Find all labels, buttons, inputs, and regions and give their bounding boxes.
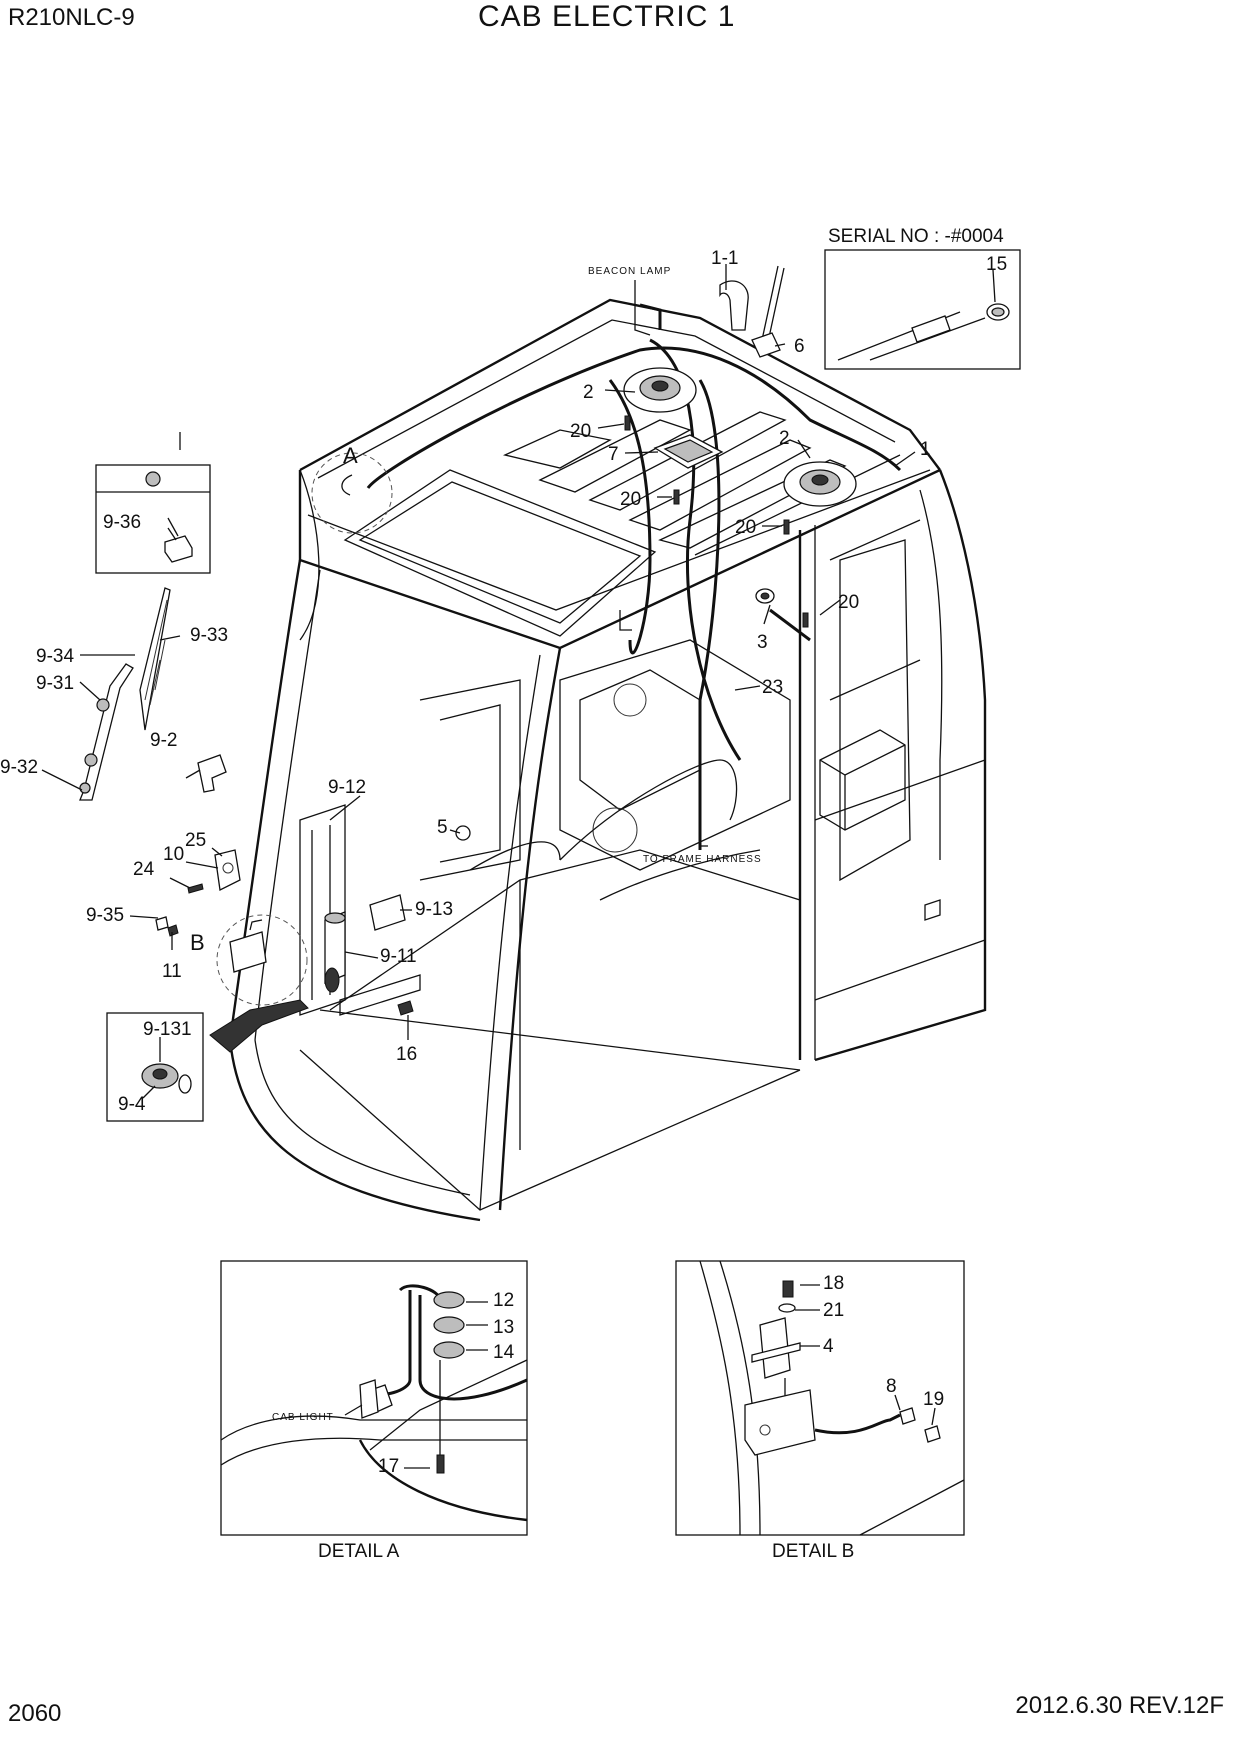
label-9-31: 9-31: [36, 673, 74, 694]
label-9-35: 9-35: [86, 905, 124, 926]
inset-9-36: 9-36: [95, 464, 211, 574]
beacon-lamp-label: BEACON LAMP: [588, 266, 671, 277]
label-20c: 20: [735, 517, 756, 538]
label-20d: 20: [838, 592, 859, 613]
wiper-arm: [79, 663, 134, 801]
serial-caption: SERIAL NO : -#0004: [828, 226, 1004, 247]
label-20a: 20: [570, 421, 591, 442]
label-15: 15: [986, 254, 1007, 275]
detail-a-caption: DETAIL A: [318, 1541, 400, 1562]
detail-b-marker-circle: [216, 914, 308, 1006]
clip-9-2: [197, 754, 227, 793]
label-9-12: 9-12: [328, 777, 366, 798]
label-4: 4: [823, 1336, 834, 1357]
detail-b-marker: B: [190, 930, 205, 955]
label-3: 3: [757, 632, 768, 653]
label-20b: 20: [620, 489, 641, 510]
switch-9-13: [369, 894, 406, 931]
label-5: 5: [437, 817, 448, 838]
label-9-11: 9-11: [380, 946, 417, 967]
label-17: 17: [378, 1456, 399, 1477]
cab-frame: [228, 298, 987, 1222]
label-21: 21: [823, 1300, 844, 1321]
label-9-2: 9-2: [150, 730, 177, 751]
label-1-1: 1-1: [711, 248, 738, 269]
cab-light-label: CAB LIGHT: [272, 1412, 334, 1423]
revision-date: 2012.6.30 REV.12F: [1015, 1692, 1224, 1719]
label-10: 10: [163, 844, 184, 865]
beacon-lamp-bracket: [719, 280, 749, 331]
antenna: [751, 332, 781, 358]
label-24: 24: [133, 859, 155, 880]
model-number: R210NLC-9: [8, 4, 135, 31]
roof-components: [311, 265, 857, 628]
wiper-blade: [139, 587, 171, 731]
label-9-32: 9-32: [0, 757, 38, 778]
label-14: 14: [493, 1342, 515, 1363]
label-7: 7: [608, 444, 619, 465]
inset-9-131: 9-131 9-4: [106, 1012, 204, 1122]
label-9-131: 9-131: [143, 1019, 192, 1040]
leader-lines: [41, 264, 916, 1040]
label-23: 23: [762, 677, 783, 698]
detail-b: 18 21 4 8 19 DETAIL B: [675, 1260, 965, 1562]
label-2a: 2: [583, 382, 594, 403]
label-9-34: 9-34: [36, 646, 74, 667]
label-25: 25: [185, 830, 206, 851]
label-1: 1: [920, 439, 931, 460]
label-9-36: 9-36: [103, 512, 141, 533]
page-title: CAB ELECTRIC 1: [478, 0, 736, 33]
label-16: 16: [396, 1044, 417, 1065]
detail-a-marker: A: [343, 443, 358, 468]
door-components: [155, 754, 471, 1053]
detail-a: CAB LIGHT 12 13 14 17 DETAIL A: [220, 1260, 528, 1562]
detail-a-marker-circle: [311, 452, 393, 534]
inset-serial: SERIAL NO : -#0004 15: [824, 226, 1021, 370]
label-6: 6: [794, 336, 805, 357]
label-12: 12: [493, 1290, 514, 1311]
detail-b-caption: DETAIL B: [772, 1541, 854, 1562]
label-11: 11: [162, 961, 182, 982]
label-13: 13: [493, 1317, 514, 1338]
page-number: 2060: [8, 1700, 62, 1727]
label-9-33: 9-33: [190, 625, 228, 646]
to-frame-harness-label: TO FRAME HARNESS: [643, 854, 762, 865]
label-19: 19: [923, 1389, 944, 1410]
wiper-parts: [79, 587, 171, 801]
label-8: 8: [886, 1376, 897, 1397]
label-9-4: 9-4: [118, 1094, 146, 1115]
label-9-13: 9-13: [415, 899, 453, 920]
label-2b: 2: [779, 428, 790, 449]
label-18: 18: [823, 1273, 844, 1294]
